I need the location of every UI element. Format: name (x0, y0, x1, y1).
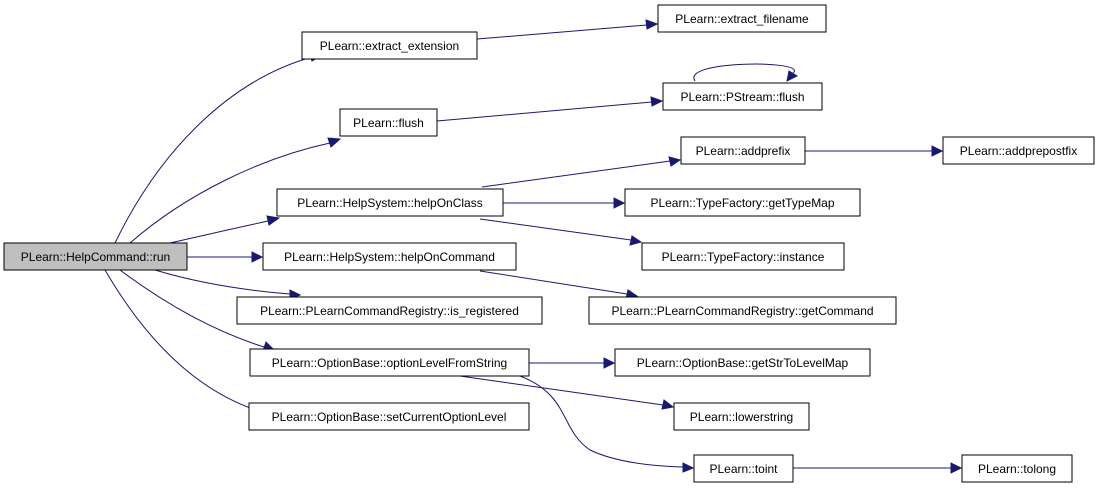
node-label: PLearn::addprefix (696, 144, 791, 158)
node-label: PLearn::OptionBase::optionLevelFromStrin… (272, 356, 507, 370)
edge-option-level-from-string-toint (519, 375, 695, 473)
edge-help-on-class-instance (479, 218, 643, 246)
node-set-current-option-level[interactable]: PLearn::OptionBase::setCurrentOptionLeve… (248, 402, 530, 431)
node-label: PLearn::toint (709, 462, 778, 476)
edge-run-set-current-option-level (104, 269, 274, 417)
node-get-str-to-level-map[interactable]: PLearn::OptionBase::getStrToLevelMap (614, 348, 871, 377)
node-extract-extension[interactable]: PLearn::extract_extension (301, 31, 478, 60)
node-label: PLearn::OptionBase::getStrToLevelMap (637, 356, 849, 370)
edge-pstream-flush-self (693, 63, 799, 82)
edge-run-is-registered (154, 269, 302, 300)
edge-addprefix-addprepostfix (805, 145, 944, 157)
edge-option-level-from-string-lowerstring (459, 375, 675, 410)
node-label: PLearn::extract_filename (675, 12, 809, 26)
node-label: PLearn::TypeFactory::getTypeMap (650, 196, 834, 210)
node-addprefix[interactable]: PLearn::addprefix (680, 136, 806, 165)
node-label: PLearn::flush (353, 116, 424, 130)
edge-option-level-from-string-get-str-to-level-map (529, 357, 616, 369)
node-help-on-class[interactable]: PLearn::HelpSystem::helpOnClass (276, 188, 504, 217)
node-extract-filename[interactable]: PLearn::extract_filename (657, 4, 827, 33)
node-is-registered[interactable]: PLearn::PLearnCommandRegistry::is_regist… (236, 296, 543, 325)
node-addprepostfix[interactable]: PLearn::addprepostfix (942, 136, 1095, 165)
node-help-on-command[interactable]: PLearn::HelpSystem::helpOnCommand (262, 242, 517, 271)
node-label: PLearn::TypeFactory::instance (662, 250, 825, 264)
node-label: PLearn::HelpCommand::run (21, 250, 170, 264)
edge-run-flush (129, 137, 342, 244)
edge-flush-pstream-flush (436, 96, 664, 122)
edge-run-help-on-command (187, 251, 264, 263)
node-label: PLearn::addprepostfix (960, 144, 1077, 158)
node-get-type-map[interactable]: PLearn::TypeFactory::getTypeMap (624, 188, 861, 217)
edge-help-on-command-get-command (479, 270, 639, 300)
node-label: PLearn::PLearnCommandRegistry::getComman… (611, 304, 873, 318)
node-label: PLearn::PStream::flush (680, 90, 804, 104)
node-option-level-from-string[interactable]: PLearn::OptionBase::optionLevelFromStrin… (249, 348, 530, 377)
node-label: PLearn::lowerstring (690, 410, 793, 424)
node-label: PLearn::OptionBase::setCurrentOptionLeve… (272, 410, 507, 424)
node-helpcommand-run[interactable]: PLearn::HelpCommand::run (3, 242, 188, 271)
node-label: PLearn::PLearnCommandRegistry::is_regist… (260, 304, 519, 318)
node-label: PLearn::HelpSystem::helpOnCommand (284, 250, 495, 264)
node-lowerstring[interactable]: PLearn::lowerstring (673, 402, 810, 431)
node-tolong[interactable]: PLearn::tolong (961, 454, 1073, 483)
node-toint[interactable]: PLearn::toint (693, 454, 794, 483)
node-label: PLearn::HelpSystem::helpOnClass (297, 196, 482, 210)
edge-help-on-class-addprefix (481, 156, 682, 188)
node-instance[interactable]: PLearn::TypeFactory::instance (641, 242, 845, 271)
edge-toint-tolong (793, 462, 963, 474)
edge-run-help-on-class (169, 215, 281, 244)
node-pstream-flush[interactable]: PLearn::PStream::flush (662, 82, 823, 111)
edge-help-on-class-get-type-map (503, 197, 626, 209)
node-label: PLearn::extract_extension (320, 39, 459, 53)
node-flush[interactable]: PLearn::flush (339, 108, 438, 137)
node-label: PLearn::tolong (978, 462, 1056, 476)
edge-extract-extension-extract-filename (476, 19, 659, 40)
node-get-command[interactable]: PLearn::PLearnCommandRegistry::getComman… (588, 296, 897, 325)
